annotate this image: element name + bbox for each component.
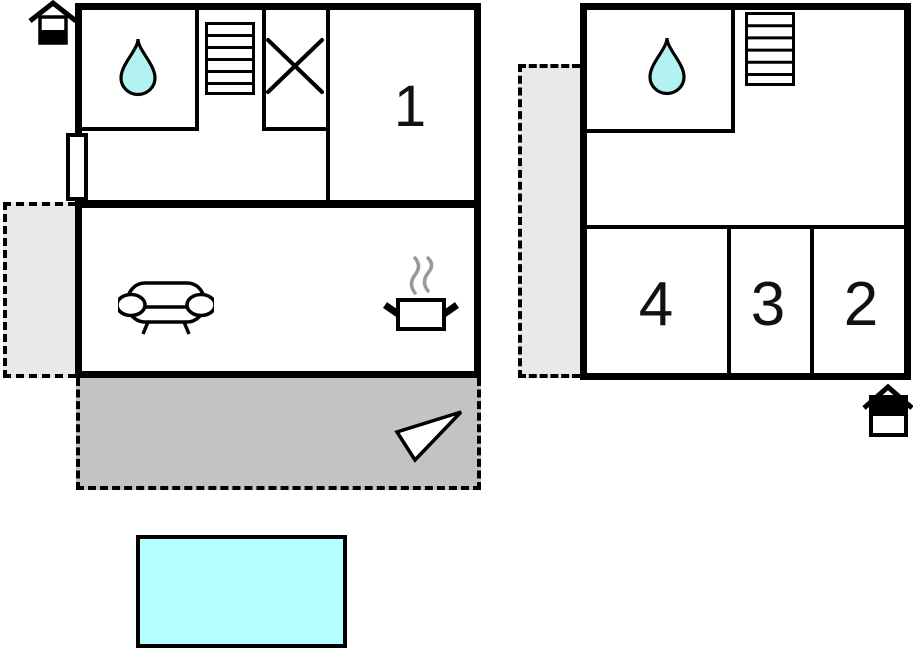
- x-mark-icon: [266, 38, 324, 94]
- interior-wall: [580, 129, 735, 133]
- steam-icon: [422, 256, 434, 293]
- interior-wall: [810, 225, 814, 380]
- water-drop-icon: [119, 38, 157, 97]
- side-area-right: [518, 64, 580, 378]
- room-4-label: 4: [638, 270, 674, 339]
- interior-wall: [262, 3, 266, 131]
- room-1-label: 1: [393, 74, 427, 139]
- stairs-icon: [205, 22, 255, 95]
- room-2-label: 2: [843, 270, 879, 339]
- side-area-left: [3, 202, 76, 378]
- stairs-icon: [745, 12, 795, 86]
- interior-wall: [262, 127, 330, 131]
- interior-wall: [75, 200, 481, 208]
- interior-wall: [731, 3, 735, 133]
- upper-floor-outer-wall: [580, 3, 911, 380]
- interior-wall: [75, 127, 199, 131]
- steam-icon: [409, 256, 421, 295]
- window-symbol: [66, 133, 88, 201]
- cooking-pot-icon: [383, 256, 459, 331]
- entrance-level-lower-icon: [28, 0, 78, 45]
- north-arrow-icon: [394, 410, 463, 463]
- pool: [136, 535, 347, 648]
- water-drop-icon: [648, 37, 686, 96]
- interior-wall: [580, 225, 911, 229]
- interior-wall: [195, 3, 199, 131]
- room-3-label: 3: [750, 270, 786, 339]
- interior-wall: [326, 3, 330, 203]
- entrance-level-upper-icon: [862, 383, 913, 437]
- interior-wall: [727, 225, 731, 380]
- sofa-icon: [118, 281, 214, 335]
